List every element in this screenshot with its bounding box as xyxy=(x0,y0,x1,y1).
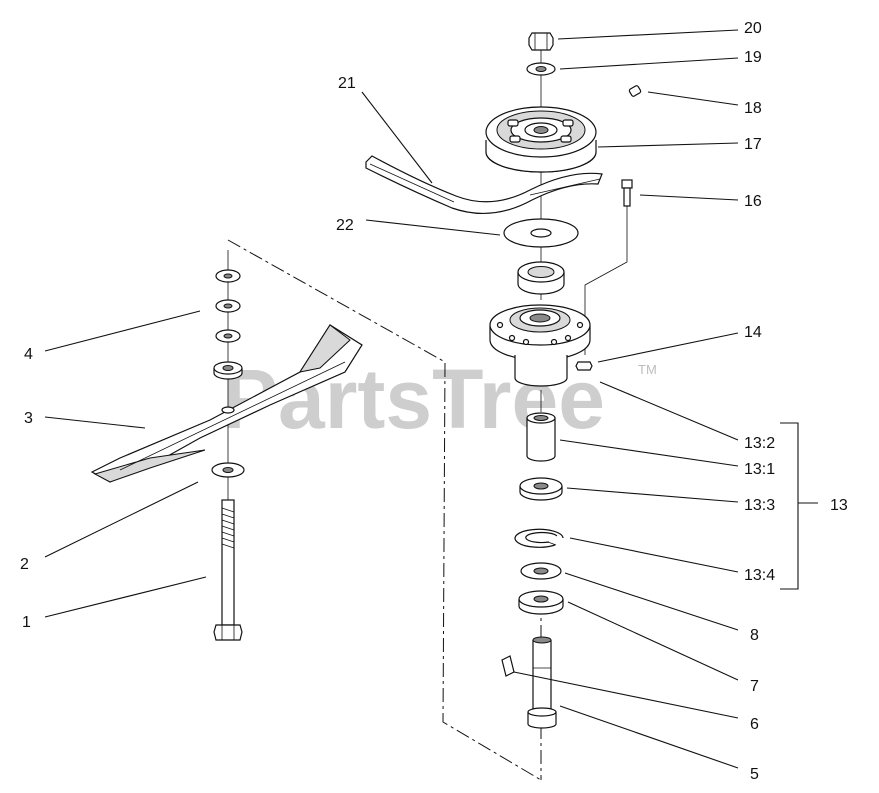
part-20-nut xyxy=(528,32,554,51)
part-13-1-sleeve xyxy=(526,412,556,462)
callout-13: 13 xyxy=(830,497,848,514)
part-16-bolt xyxy=(584,179,633,355)
leader-lines xyxy=(44,29,818,769)
part-6-key xyxy=(501,655,515,677)
callout-13-4: 13:4 xyxy=(744,567,775,584)
callout-1: 1 xyxy=(22,614,31,631)
callout-6: 6 xyxy=(750,716,759,733)
upper-bearing xyxy=(517,261,565,295)
part-22-washer xyxy=(503,218,579,248)
part-18-set-screw xyxy=(628,85,642,97)
watermark-trademark: TM xyxy=(638,362,657,377)
part-13-4-snap-ring xyxy=(514,528,564,548)
part-21-belt xyxy=(365,155,603,215)
callout-4: 4 xyxy=(24,346,33,363)
callout-5: 5 xyxy=(750,766,759,783)
callout-8: 8 xyxy=(750,627,759,644)
part-13-3-bearing xyxy=(519,477,563,501)
part-3-blade xyxy=(90,324,363,483)
part-5-shaft xyxy=(527,636,557,729)
part-17-pulley xyxy=(485,106,597,173)
part-4-washers xyxy=(213,269,243,380)
callout-2: 2 xyxy=(20,556,29,573)
part-7-spacer xyxy=(518,590,564,615)
callout-7: 7 xyxy=(750,678,759,695)
callout-13-2: 13:2 xyxy=(744,435,775,452)
callout-18: 18 xyxy=(744,100,762,117)
part-13-2-housing xyxy=(489,304,591,387)
callout-20: 20 xyxy=(744,20,762,37)
part-2-washer xyxy=(211,462,245,478)
part-8-washer xyxy=(520,562,562,580)
callout-17: 17 xyxy=(744,136,762,153)
part-19-washer xyxy=(526,62,556,76)
part-1-bolt xyxy=(213,499,243,641)
callout-16: 16 xyxy=(744,193,762,210)
callout-14: 14 xyxy=(744,324,762,341)
callout-13-3: 13:3 xyxy=(744,497,775,514)
callout-19: 19 xyxy=(744,49,762,66)
callout-labels: 20 19 18 17 21 16 22 14 4 3 13:2 13:1 13… xyxy=(20,20,848,783)
part-14-nut xyxy=(575,361,593,371)
callout-21: 21 xyxy=(338,75,356,92)
callout-13-1: 13:1 xyxy=(744,461,775,478)
callout-3: 3 xyxy=(24,410,33,427)
callout-22: 22 xyxy=(336,217,354,234)
